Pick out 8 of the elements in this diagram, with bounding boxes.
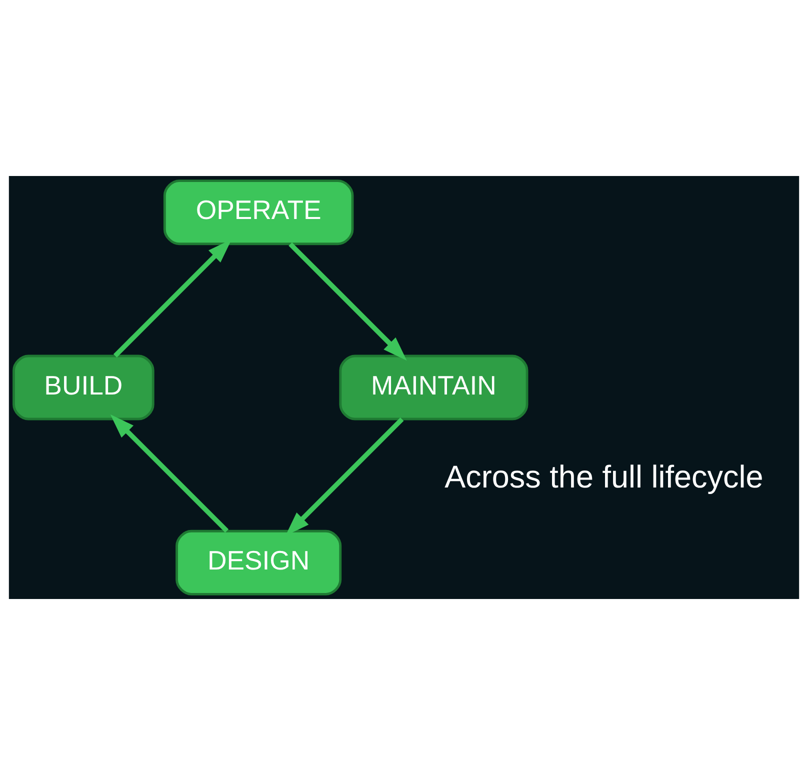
arrow: [285, 417, 404, 536]
node-box: BUILD: [12, 354, 154, 420]
node-box: DESIGN: [176, 529, 342, 595]
node-box: MAINTAIN: [339, 354, 528, 420]
node-box: OPERATE: [163, 179, 354, 245]
arrow: [288, 242, 407, 360]
arrow: [110, 414, 229, 532]
label: Across the full lifecycle: [444, 458, 764, 494]
